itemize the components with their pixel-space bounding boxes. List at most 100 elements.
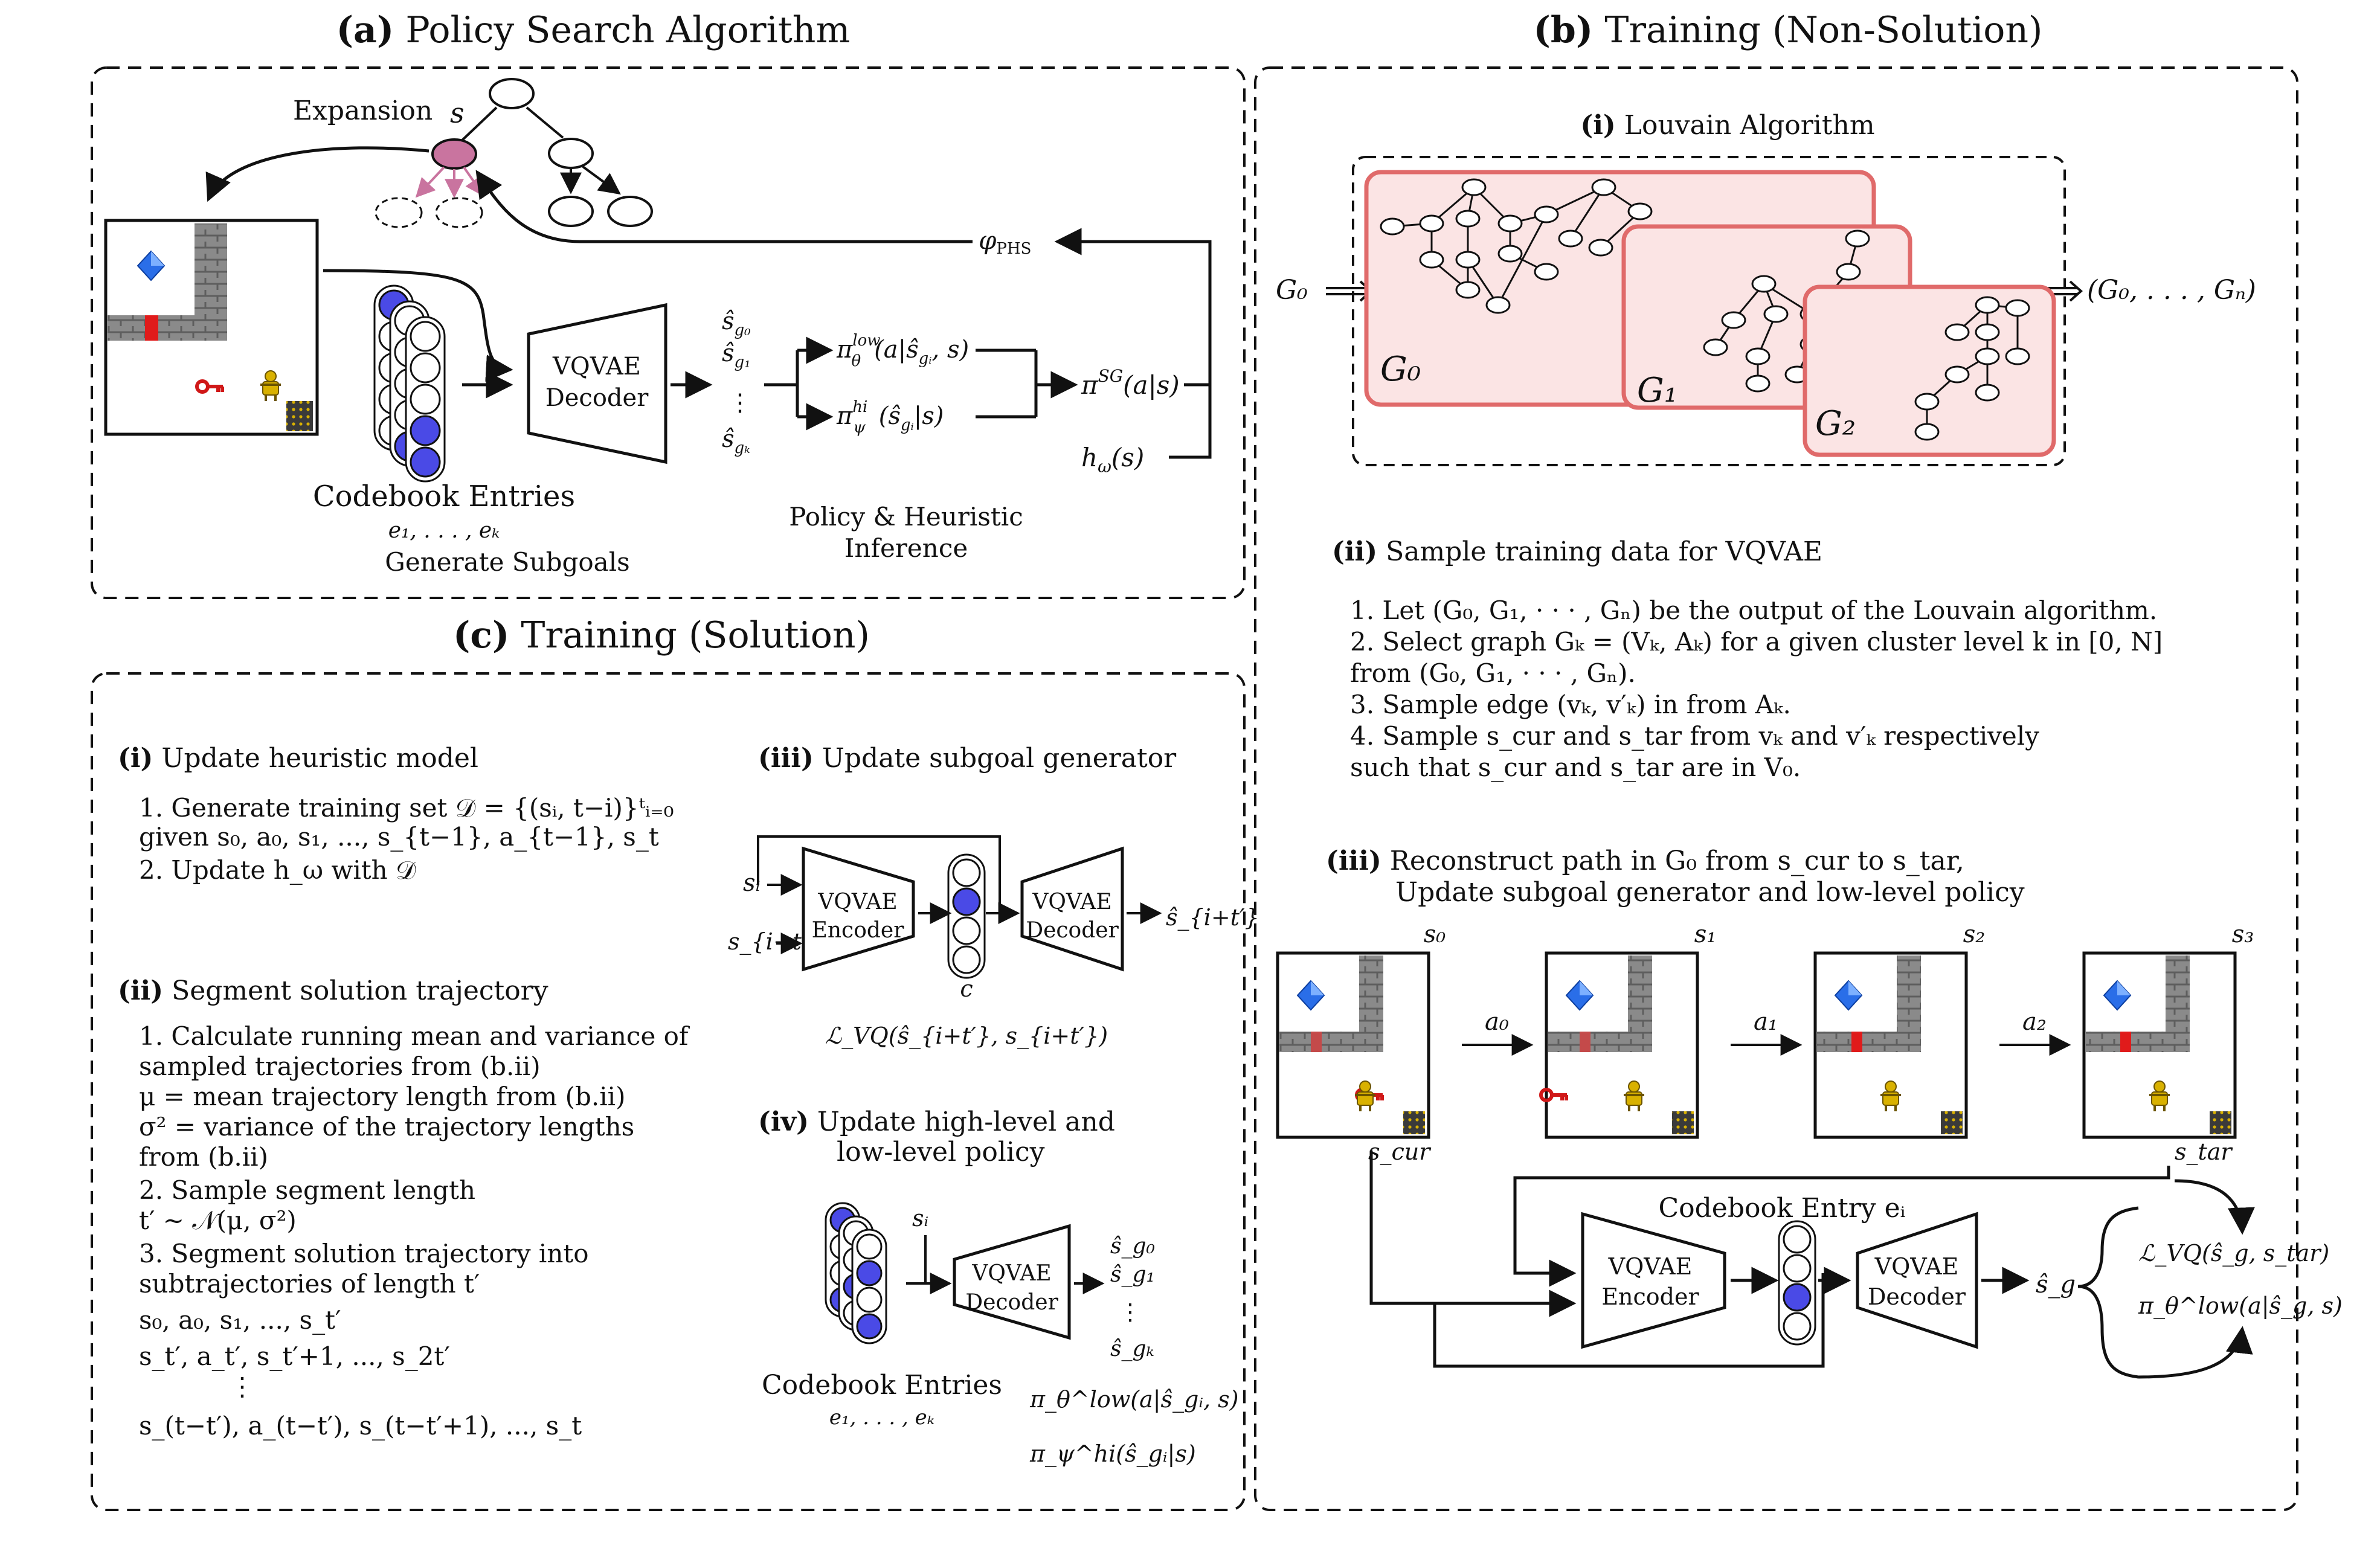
state-s-label: s: [450, 97, 465, 129]
graph-node: [1914, 393, 1940, 411]
svg-text:s_(t−t′), a_(t−t′), s_(t−t′+1): s_(t−t′), a_(t−t′), s_(t−t′+1), ..., s_t: [139, 1411, 582, 1440]
panel-c-frame: [91, 672, 1246, 1511]
svg-text:π_ψ^hi(ŝ_gᵢ|s): π_ψ^hi(ŝ_gᵢ|s): [1029, 1440, 1196, 1468]
graph-node: [1591, 178, 1616, 196]
loss-vq-b: ℒ_VQ(ŝ_g, s_tar): [2138, 1240, 2329, 1267]
state-label: s₃: [2232, 920, 2254, 948]
svg-text:Decoder: Decoder: [965, 1290, 1058, 1315]
graph-node: [1461, 178, 1487, 196]
red-door-icon: [1580, 1032, 1590, 1052]
goal-tile-icon: [2210, 1111, 2231, 1134]
svg-text:subtrajectories of length t′: subtrajectories of length t′: [139, 1269, 480, 1299]
codebook-cell: [856, 1233, 883, 1260]
subgoals-list-a: ŝg₀ ŝg₁ ⋮ ŝgₖ: [722, 307, 752, 457]
svg-text:from (b.ii): from (b.ii): [139, 1142, 268, 1172]
codebook-cell: [952, 858, 981, 887]
graph-node: [1745, 374, 1771, 393]
graph-node: [1455, 210, 1481, 228]
expansion-label: Expansion: [293, 95, 433, 126]
game-frame: [1813, 951, 1968, 1139]
svg-text:sampled trajectories from (b.i: sampled trajectories from (b.ii): [139, 1052, 541, 1081]
action-label: a₂: [2022, 1008, 2047, 1036]
cluster-graph-g2: G₂: [1803, 284, 2056, 457]
svg-text:⋮: ⋮: [728, 389, 752, 417]
panel-a-frame: [91, 66, 1246, 599]
codebook-cell: [1783, 1225, 1812, 1254]
inference-label-1: Policy & Heuristic: [789, 502, 1023, 531]
svg-text:1. Let (G₀, G₁, · · · , Gₙ) b: 1. Let (G₀, G₁, · · · , Gₙ) be the outpu…: [1350, 596, 2157, 625]
sample-title: (ii) Sample training data for VQVAE: [1332, 536, 1822, 567]
svg-text:2. Update h_ω with 𝒟: 2. Update h_ω with 𝒟: [139, 855, 416, 885]
svg-text:4. Sample s_cur and s_tar fro: 4. Sample s_cur and s_tar from vₖ and v′…: [1350, 721, 2039, 751]
graph-node: [1497, 245, 1523, 263]
pi-sg: πSG(a|s): [1081, 366, 1180, 400]
svg-text:1. Calculate running mean and: 1. Calculate running mean and variance o…: [139, 1021, 690, 1051]
sample-steps: 1. Let (G₀, G₁, · · · , Gₙ) be the outpu…: [1350, 596, 2163, 782]
graph-node: [1845, 230, 1870, 248]
codebook-entries-a: e₁, . . . , eₖ: [388, 518, 500, 543]
codebook-cell: [410, 384, 441, 415]
graph-node: [2005, 347, 2030, 365]
heuristic-title: (i) Update heuristic model: [118, 743, 478, 774]
codebook-stack-a: [373, 284, 446, 483]
state-label: s₀: [1424, 920, 1446, 948]
svg-text:t′ ∼ 𝒩(μ, σ²): t′ ∼ 𝒩(μ, σ²): [139, 1206, 297, 1235]
codebook-cell: [952, 887, 981, 916]
state-label: s₂: [1963, 920, 1986, 948]
graph-node: [1534, 263, 1559, 281]
graph-node: [1380, 217, 1405, 236]
codebook-vector: [405, 316, 446, 483]
search-tree: s Expansion: [293, 78, 653, 228]
svg-text:σ² = variance of the trajector: σ² = variance of the trajectory lengths: [139, 1112, 634, 1142]
graph-node: [1534, 205, 1559, 223]
codebook-cell: [952, 916, 981, 945]
codebook-cell: [410, 415, 441, 446]
codebook-cell: [410, 446, 441, 478]
feedback-arrows: [475, 170, 1212, 459]
h-omega: hω(s): [1081, 443, 1144, 477]
goal-tile-icon: [1403, 1111, 1425, 1134]
svg-text:ℒ_VQ(ŝ_{i+t′}, s_{i+t′}): ℒ_VQ(ŝ_{i+t′}, s_{i+t′}): [825, 1023, 1108, 1050]
graph-node: [1763, 305, 1789, 323]
svg-text:VQVAE: VQVAE: [1608, 1253, 1693, 1280]
graph-node: [1975, 347, 2000, 365]
tree-node: [548, 196, 594, 227]
svg-text:such that s_cur and s_tar are: such that s_cur and s_tar are in V₀.: [1350, 753, 1801, 782]
svg-text:Codebook Entry eᵢ: Codebook Entry eᵢ: [1658, 1193, 1905, 1224]
louvain-box: [1352, 156, 2066, 466]
codebook-label-a: Codebook Entries: [313, 480, 575, 513]
svg-text:s₀, a₀, s₁, ..., s_t′: s₀, a₀, s₁, ..., s_t′: [139, 1305, 341, 1335]
inference-label-2: Inference: [844, 533, 968, 563]
panel-b-frame: [1254, 66, 2298, 1511]
red-door-icon: [1851, 1032, 1862, 1052]
frame-to-decoder-arrow: [323, 269, 513, 382]
panel-a-title: (a) Policy Search Algorithm: [336, 9, 851, 51]
panel-c-title: (c) Training (Solution): [453, 614, 870, 657]
svg-text:π_θ^low(a|ŝ_gᵢ, s): π_θ^low(a|ŝ_gᵢ, s): [1029, 1386, 1239, 1413]
goal-tile-icon: [286, 401, 313, 431]
graph-node: [1975, 384, 2000, 402]
graph-node: [1944, 323, 1970, 341]
svg-text:G₀: G₀: [1380, 350, 1421, 389]
graph-node: [2005, 299, 2030, 317]
segment-title: (ii) Segment solution trajectory: [118, 975, 548, 1006]
policy-low-b: π_θ^low(a|ŝ_g, s): [2138, 1292, 2343, 1320]
svg-text:Encoder: Encoder: [1601, 1283, 1699, 1310]
codebook-entry-column: [1778, 1220, 1816, 1346]
tree-node: [607, 196, 653, 227]
svg-text:ŝg₀: ŝg₀: [722, 307, 751, 339]
svg-text:VQVAE: VQVAE: [1032, 890, 1111, 914]
codebook-vector: [851, 1228, 887, 1344]
codebook-cell: [1783, 1254, 1812, 1283]
svg-text:s_t′, a_t′, s_t′+1, ..., s_2t′: s_t′, a_t′, s_t′+1, ..., s_2t′: [139, 1341, 450, 1371]
goal-tile-icon: [1941, 1111, 1963, 1134]
goal-tile-icon: [1672, 1111, 1694, 1134]
svg-text:ŝg₁: ŝg₁: [722, 339, 751, 371]
svg-text:ŝ_g: ŝ_g: [2036, 1271, 2076, 1299]
recon-pipeline: Codebook Entry eᵢ VQVAE Encoder VQVAE De…: [1369, 1151, 2343, 1379]
graph-node: [1419, 214, 1444, 233]
expanded-node: [431, 138, 477, 170]
